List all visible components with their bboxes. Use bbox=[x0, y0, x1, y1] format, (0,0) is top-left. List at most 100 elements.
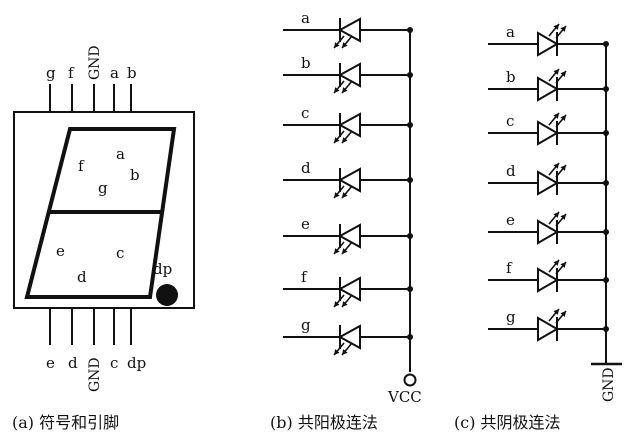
led-b-g: g bbox=[283, 316, 413, 356]
bottom-pin-label-0: e bbox=[46, 354, 55, 372]
light-arrow-b-e-2-head bbox=[342, 248, 348, 254]
dp-label: dp bbox=[153, 260, 172, 278]
top-pin-label-1: f bbox=[68, 64, 75, 82]
light-arrow-b-a-2-head bbox=[342, 42, 348, 48]
bottom-pin-label-3: c bbox=[110, 354, 118, 372]
bottom-pin-label-1: d bbox=[68, 354, 78, 372]
led-c-d: d bbox=[488, 162, 609, 196]
led-c-g: g bbox=[488, 308, 609, 342]
led-c-e: e bbox=[488, 211, 609, 245]
diode-b-a bbox=[337, 17, 361, 43]
segment-label-d: d bbox=[77, 268, 87, 286]
diode-c-a bbox=[537, 31, 559, 57]
label-b-g: g bbox=[301, 316, 311, 334]
diode-b-e bbox=[337, 223, 361, 249]
diode-b-f bbox=[337, 276, 361, 302]
light-arrow-c-e-2-head bbox=[560, 214, 566, 220]
light-arrow-b-c-1-head bbox=[334, 137, 340, 143]
top-pin-label-3: a bbox=[110, 64, 119, 82]
label-c-a: a bbox=[506, 23, 515, 41]
leds-c: a b c d e f g bbox=[488, 23, 609, 342]
light-arrow-b-c-2-head bbox=[342, 137, 348, 143]
light-arrow-c-c-2-head bbox=[560, 115, 566, 121]
label-b-e: e bbox=[301, 215, 310, 233]
label-c-f: f bbox=[506, 259, 513, 277]
caption-b: (b) 共阳极连法 bbox=[270, 413, 378, 432]
segment-label-e: e bbox=[56, 242, 65, 260]
light-arrow-c-a-2-head bbox=[560, 26, 566, 32]
led-c-f: f bbox=[488, 259, 609, 293]
diode-c-b bbox=[537, 76, 559, 102]
light-arrow-b-d-2-head bbox=[342, 192, 348, 198]
light-arrow-b-f-1-head bbox=[334, 301, 340, 307]
light-arrow-b-b-1-head bbox=[334, 87, 340, 93]
segment-label-f: f bbox=[78, 157, 85, 175]
light-arrow-c-g-1-head bbox=[553, 309, 559, 315]
led-b-b: b bbox=[283, 54, 413, 94]
led-c-b: b bbox=[488, 68, 609, 102]
decimal-point-dot bbox=[156, 284, 178, 306]
light-arrow-c-c-1-head bbox=[553, 113, 559, 119]
caption-a: (a) 符号和引脚 bbox=[12, 413, 119, 432]
light-arrow-c-d-2-head bbox=[560, 165, 566, 171]
top-pin-label-4: b bbox=[127, 64, 137, 82]
label-c-g: g bbox=[506, 308, 516, 326]
light-arrow-c-g-2-head bbox=[560, 311, 566, 317]
led-b-f: f bbox=[283, 268, 413, 308]
light-arrow-c-b-1-head bbox=[553, 69, 559, 75]
led-c-c: c bbox=[488, 112, 609, 146]
led-b-d: d bbox=[283, 159, 413, 199]
diode-b-b bbox=[337, 62, 361, 88]
display-body bbox=[13, 111, 195, 309]
segment-label-g: g bbox=[98, 179, 108, 197]
light-arrow-c-e-1-head bbox=[553, 212, 559, 218]
light-arrow-c-f-1-head bbox=[553, 260, 559, 266]
light-arrow-b-g-1-head bbox=[334, 349, 340, 355]
led-b-e: e bbox=[283, 215, 413, 255]
vcc-label: VCC bbox=[387, 388, 422, 406]
label-b-f: f bbox=[301, 268, 308, 286]
caption-c: (c) 共阴极连法 bbox=[454, 413, 561, 432]
label-c-c: c bbox=[506, 112, 514, 130]
light-arrow-b-a-1-head bbox=[334, 42, 340, 48]
light-arrow-b-g-2-head bbox=[342, 349, 348, 355]
top-pin-label-2: GND bbox=[87, 45, 103, 80]
light-arrow-b-b-2-head bbox=[342, 87, 348, 93]
vcc-terminal bbox=[403, 373, 417, 387]
diode-b-d bbox=[337, 167, 361, 193]
bottom-pin-label-2: GND bbox=[87, 357, 103, 392]
label-c-b: b bbox=[506, 68, 516, 86]
light-arrow-c-f-2-head bbox=[560, 262, 566, 268]
top-pin-label-0: g bbox=[46, 64, 56, 82]
diode-c-c bbox=[537, 120, 559, 146]
label-b-a: a bbox=[301, 9, 310, 27]
label-b-d: d bbox=[301, 159, 311, 177]
diode-b-c bbox=[337, 112, 361, 138]
segment-label-b: b bbox=[130, 166, 140, 184]
digit-outline bbox=[24, 127, 177, 299]
diode-b-g bbox=[337, 324, 361, 350]
light-arrow-c-b-2-head bbox=[560, 71, 566, 77]
diode-c-d bbox=[537, 170, 559, 196]
segment-label-c: c bbox=[116, 244, 124, 262]
led-c-a: a bbox=[488, 23, 609, 57]
label-c-d: d bbox=[506, 162, 516, 180]
led-b-a: a bbox=[283, 9, 413, 49]
diode-c-g bbox=[537, 316, 559, 342]
label-b-b: b bbox=[301, 54, 311, 72]
segment-label-a: a bbox=[116, 145, 125, 163]
light-arrow-c-d-1-head bbox=[553, 163, 559, 169]
light-arrow-c-a-1-head bbox=[553, 24, 559, 30]
bottom-pin-label-4: dp bbox=[127, 354, 146, 372]
label-c-e: e bbox=[506, 211, 515, 229]
light-arrow-b-f-2-head bbox=[342, 301, 348, 307]
diode-c-e bbox=[537, 219, 559, 245]
